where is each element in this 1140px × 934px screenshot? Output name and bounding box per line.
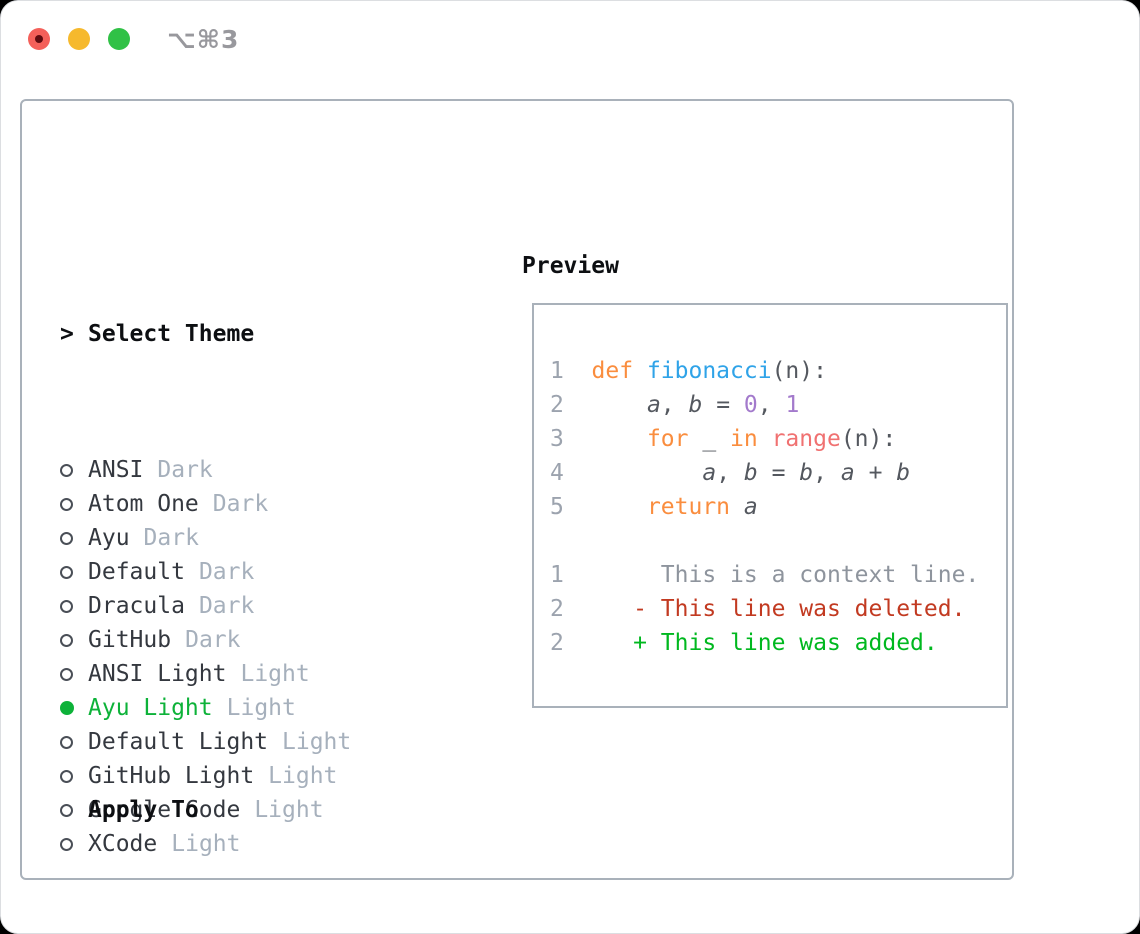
option-label: Default bbox=[88, 559, 185, 585]
help-text-line1: (Use Enter to select, Tab to bbox=[60, 929, 448, 934]
variant-tag: Light bbox=[171, 831, 241, 857]
code-line: 2 + This line was added. bbox=[550, 630, 938, 656]
option-label: Ayu Light bbox=[88, 695, 213, 721]
code-line: 4 a, b = b, a + b bbox=[550, 460, 911, 486]
variant-tag: Light bbox=[282, 729, 352, 755]
theme-option-github[interactable]: GitHub Dark bbox=[60, 623, 351, 657]
traffic-lights bbox=[28, 28, 130, 50]
preview-pane: 1 def fibonacci(n): 2 a, b = 0, 1 3 for _ … bbox=[532, 303, 1008, 708]
variant-tag: Light bbox=[240, 661, 310, 687]
option-label: ANSI bbox=[88, 457, 144, 483]
code-line: 1 def fibonacci(n): bbox=[550, 358, 827, 384]
radio-icon bbox=[60, 633, 88, 647]
option-label: ANSI Light bbox=[88, 661, 227, 687]
variant-tag: Light bbox=[268, 763, 338, 789]
code-line bbox=[550, 524, 979, 558]
code-line: 3 for _ in range(n): bbox=[550, 426, 897, 452]
code-line: 5 return a bbox=[550, 494, 758, 520]
variant-tag: Dark bbox=[198, 559, 255, 585]
code-line: 2 a, b = 0, 1 bbox=[550, 392, 800, 418]
radio-icon bbox=[60, 769, 88, 783]
theme-option-ayu-light[interactable]: Ayu Light Light bbox=[60, 691, 351, 725]
variant-tag: Light bbox=[254, 797, 324, 823]
theme-list-header: > Select Theme bbox=[60, 317, 351, 351]
radio-selected-icon bbox=[60, 701, 88, 715]
radio-icon bbox=[60, 667, 88, 681]
theme-option-xcode[interactable]: XCode Light bbox=[60, 827, 351, 861]
radio-icon bbox=[60, 837, 88, 851]
theme-option-dracula[interactable]: Dracula Dark bbox=[60, 589, 351, 623]
radio-icon bbox=[60, 497, 88, 511]
focus-caret-icon: > bbox=[60, 321, 74, 347]
option-label: Ayu bbox=[88, 525, 130, 551]
variant-tag: Dark bbox=[212, 491, 269, 517]
option-label: Default Light bbox=[88, 729, 269, 755]
code-line: 1 This is a context line. bbox=[550, 562, 980, 588]
radio-icon bbox=[60, 803, 88, 817]
close-button[interactable] bbox=[28, 28, 50, 50]
radio-icon bbox=[60, 599, 88, 613]
radio-icon bbox=[60, 565, 88, 579]
option-label: Atom One bbox=[88, 491, 199, 517]
minimize-button[interactable] bbox=[68, 28, 90, 50]
option-label: Dracula bbox=[88, 593, 185, 619]
theme-option-google-code[interactable]: Google Code Light bbox=[60, 793, 351, 827]
preview-title: Preview bbox=[522, 253, 619, 279]
variant-tag: Light bbox=[226, 695, 296, 721]
option-label: Google Code bbox=[88, 797, 241, 823]
theme-option-ansi[interactable]: ANSI Dark bbox=[60, 453, 351, 487]
theme-option-default-light[interactable]: Default Light Light bbox=[60, 725, 351, 759]
theme-option-ansi-light[interactable]: ANSI Light Light bbox=[60, 657, 351, 691]
option-label: GitHub bbox=[88, 627, 172, 653]
theme-option-default[interactable]: Default Dark bbox=[60, 555, 351, 589]
variant-tag: Dark bbox=[143, 525, 199, 551]
radio-icon bbox=[60, 531, 88, 545]
theme-option-ayu[interactable]: Ayu Dark bbox=[60, 521, 351, 555]
option-label: XCode bbox=[88, 831, 158, 857]
variant-tag: Dark bbox=[185, 627, 241, 653]
zoom-button[interactable] bbox=[108, 28, 130, 50]
option-label: GitHub Light bbox=[88, 763, 255, 789]
theme-option-atom-one[interactable]: Atom One Dark bbox=[60, 487, 351, 521]
help-text: (Use Enter to select, Tab to change focu… bbox=[60, 861, 448, 934]
theme-option-github-light[interactable]: GitHub Light Light bbox=[60, 759, 351, 793]
radio-icon bbox=[60, 735, 88, 749]
theme-list-title: Select Theme bbox=[88, 321, 255, 347]
code-preview: 1 def fibonacci(n): 2 a, b = 0, 1 3 for _ … bbox=[550, 354, 979, 660]
variant-tag: Dark bbox=[198, 593, 255, 619]
radio-icon bbox=[60, 463, 88, 477]
window-shortcut-label: ⌥⌘3 bbox=[167, 25, 240, 54]
code-line: 2 - This line was deleted. bbox=[550, 596, 966, 622]
apply-to-header: Apply To bbox=[60, 793, 337, 827]
apply-to-title: Apply To bbox=[88, 797, 199, 823]
variant-tag: Dark bbox=[157, 457, 213, 483]
apply-to-group: Apply To User SettingsWorkspace Settings bbox=[60, 725, 337, 934]
